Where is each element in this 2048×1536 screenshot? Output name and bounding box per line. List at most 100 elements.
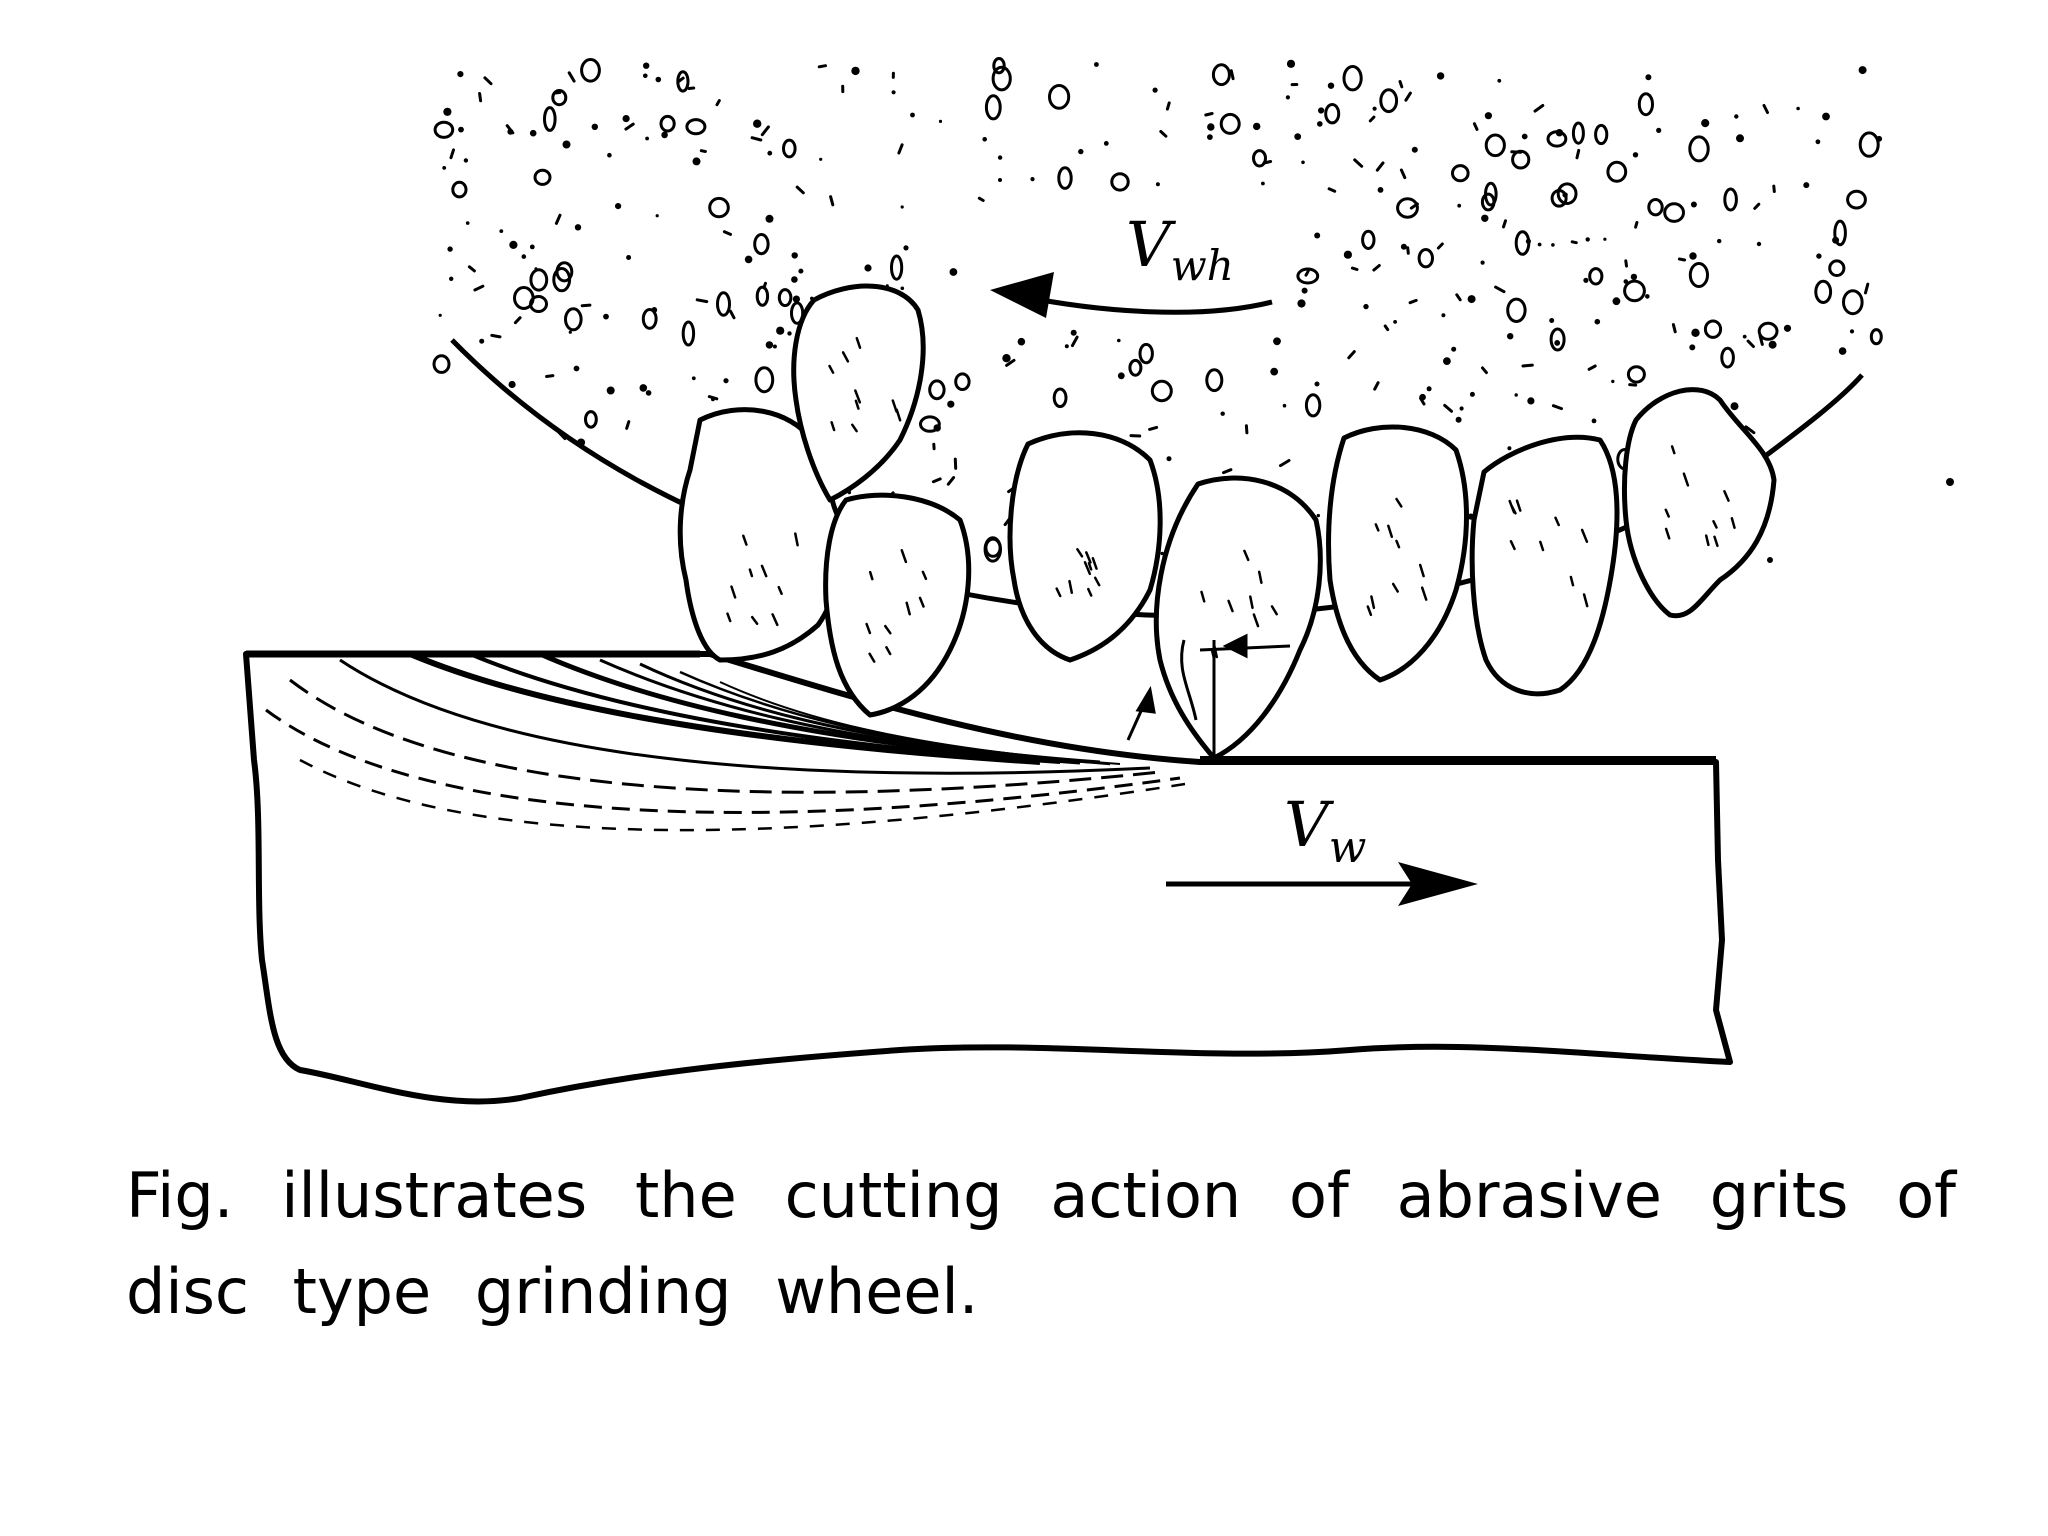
- pore-dot: [1603, 237, 1607, 241]
- pore-ring: [1451, 164, 1470, 183]
- grit-mark: [830, 421, 836, 432]
- pore-ring: [451, 180, 468, 199]
- pore-mark: [1347, 350, 1356, 360]
- pore-dot: [1469, 391, 1475, 397]
- pore-dot: [1343, 250, 1352, 259]
- pore-dot: [753, 119, 762, 128]
- pore-dot: [1094, 62, 1099, 67]
- pore-ring: [659, 114, 676, 133]
- pore-ring: [1342, 65, 1363, 92]
- pore-dot: [645, 390, 652, 396]
- grit-mark: [1682, 472, 1690, 487]
- pore-mark: [1165, 101, 1171, 111]
- grit-mark: [1539, 540, 1545, 552]
- pore-dot: [655, 214, 659, 218]
- pore-mark: [1222, 468, 1233, 475]
- pore-dot: [1017, 337, 1026, 346]
- pore-ring: [1842, 289, 1864, 316]
- pore-ring: [991, 65, 1012, 92]
- pore-dot: [606, 386, 615, 395]
- pore-mark: [1634, 221, 1639, 229]
- pore-mark: [1443, 403, 1453, 413]
- pore-ring: [1549, 327, 1566, 352]
- pore-ring: [641, 308, 658, 330]
- pore-ring: [1324, 103, 1341, 125]
- pore-ring: [1048, 84, 1071, 110]
- pore-dot: [1117, 338, 1121, 343]
- pore-dot: [661, 131, 668, 139]
- pore-mark: [505, 124, 515, 135]
- pore-ring: [1571, 121, 1585, 145]
- pore-dot: [508, 380, 516, 389]
- grit-mark: [1243, 549, 1250, 562]
- pore-mark: [1744, 425, 1756, 435]
- grit-mark: [900, 549, 908, 564]
- pore-dot: [772, 344, 777, 349]
- pore-ring: [1846, 189, 1867, 210]
- pore-dot: [643, 62, 650, 69]
- pore-dot: [1645, 74, 1652, 81]
- pore-mark: [553, 91, 562, 95]
- abrasive-grit: [823, 492, 972, 718]
- pore-dot: [1551, 243, 1555, 247]
- pore-dot: [1314, 381, 1320, 387]
- pore-mark: [1304, 269, 1310, 277]
- pore-mark: [1671, 323, 1677, 334]
- grit-mark: [1582, 593, 1589, 608]
- pore-dot: [851, 66, 860, 76]
- pore-dot: [1816, 253, 1822, 259]
- pore-ring: [1128, 358, 1143, 377]
- pore-ring: [543, 106, 557, 132]
- pore-ring: [983, 536, 1002, 563]
- pore-mark: [715, 99, 721, 107]
- pore-ring: [1057, 166, 1073, 190]
- pore-mark: [1375, 161, 1385, 172]
- abrasive-grit: [1621, 387, 1777, 619]
- pore-ring: [1869, 328, 1883, 346]
- pore-mark: [449, 148, 455, 160]
- pore-mark: [817, 64, 827, 69]
- pore-ring: [1626, 365, 1646, 384]
- pore-dot: [438, 313, 442, 317]
- pore-dot: [1594, 318, 1601, 325]
- pore-mark: [1406, 246, 1410, 255]
- pore-mark: [829, 195, 835, 207]
- grit-mark: [1395, 497, 1403, 508]
- pore-mark: [1327, 187, 1337, 193]
- pore-mark: [977, 196, 985, 202]
- pore-dot: [1815, 139, 1821, 145]
- pore-dot: [1656, 127, 1662, 133]
- pore-mark: [1772, 184, 1776, 193]
- grit-mark: [1087, 561, 1093, 571]
- pore-dot: [1220, 411, 1225, 416]
- pore-dot: [1426, 386, 1432, 392]
- pore-mark: [687, 86, 696, 90]
- pore-dot: [443, 107, 452, 116]
- grit-mark: [1091, 557, 1098, 570]
- grit-mark: [771, 613, 779, 627]
- pore-dot: [442, 166, 447, 170]
- pore-dot: [1796, 106, 1800, 111]
- grit-mark: [760, 564, 768, 578]
- pore-dot: [1030, 177, 1035, 182]
- pore-dot: [1166, 456, 1172, 462]
- pore-dot: [1286, 59, 1296, 68]
- pore-dot: [1297, 299, 1306, 308]
- grit-mark: [726, 612, 732, 623]
- pore-ring: [513, 286, 535, 310]
- grit-mark: [1723, 490, 1730, 502]
- pore-dot: [903, 245, 909, 251]
- grit-mark: [884, 624, 892, 635]
- grit-mark: [891, 399, 898, 413]
- pore-dot: [639, 384, 648, 392]
- pore-dot: [864, 264, 872, 272]
- pore-dot: [529, 244, 535, 250]
- grit-mark: [1515, 499, 1522, 512]
- pore-dot: [997, 155, 1003, 160]
- pore-mark: [467, 265, 476, 273]
- pore-mark: [554, 213, 562, 225]
- pore-dot: [1832, 236, 1840, 244]
- pore-ring: [681, 320, 696, 347]
- pore-dot: [1701, 119, 1710, 128]
